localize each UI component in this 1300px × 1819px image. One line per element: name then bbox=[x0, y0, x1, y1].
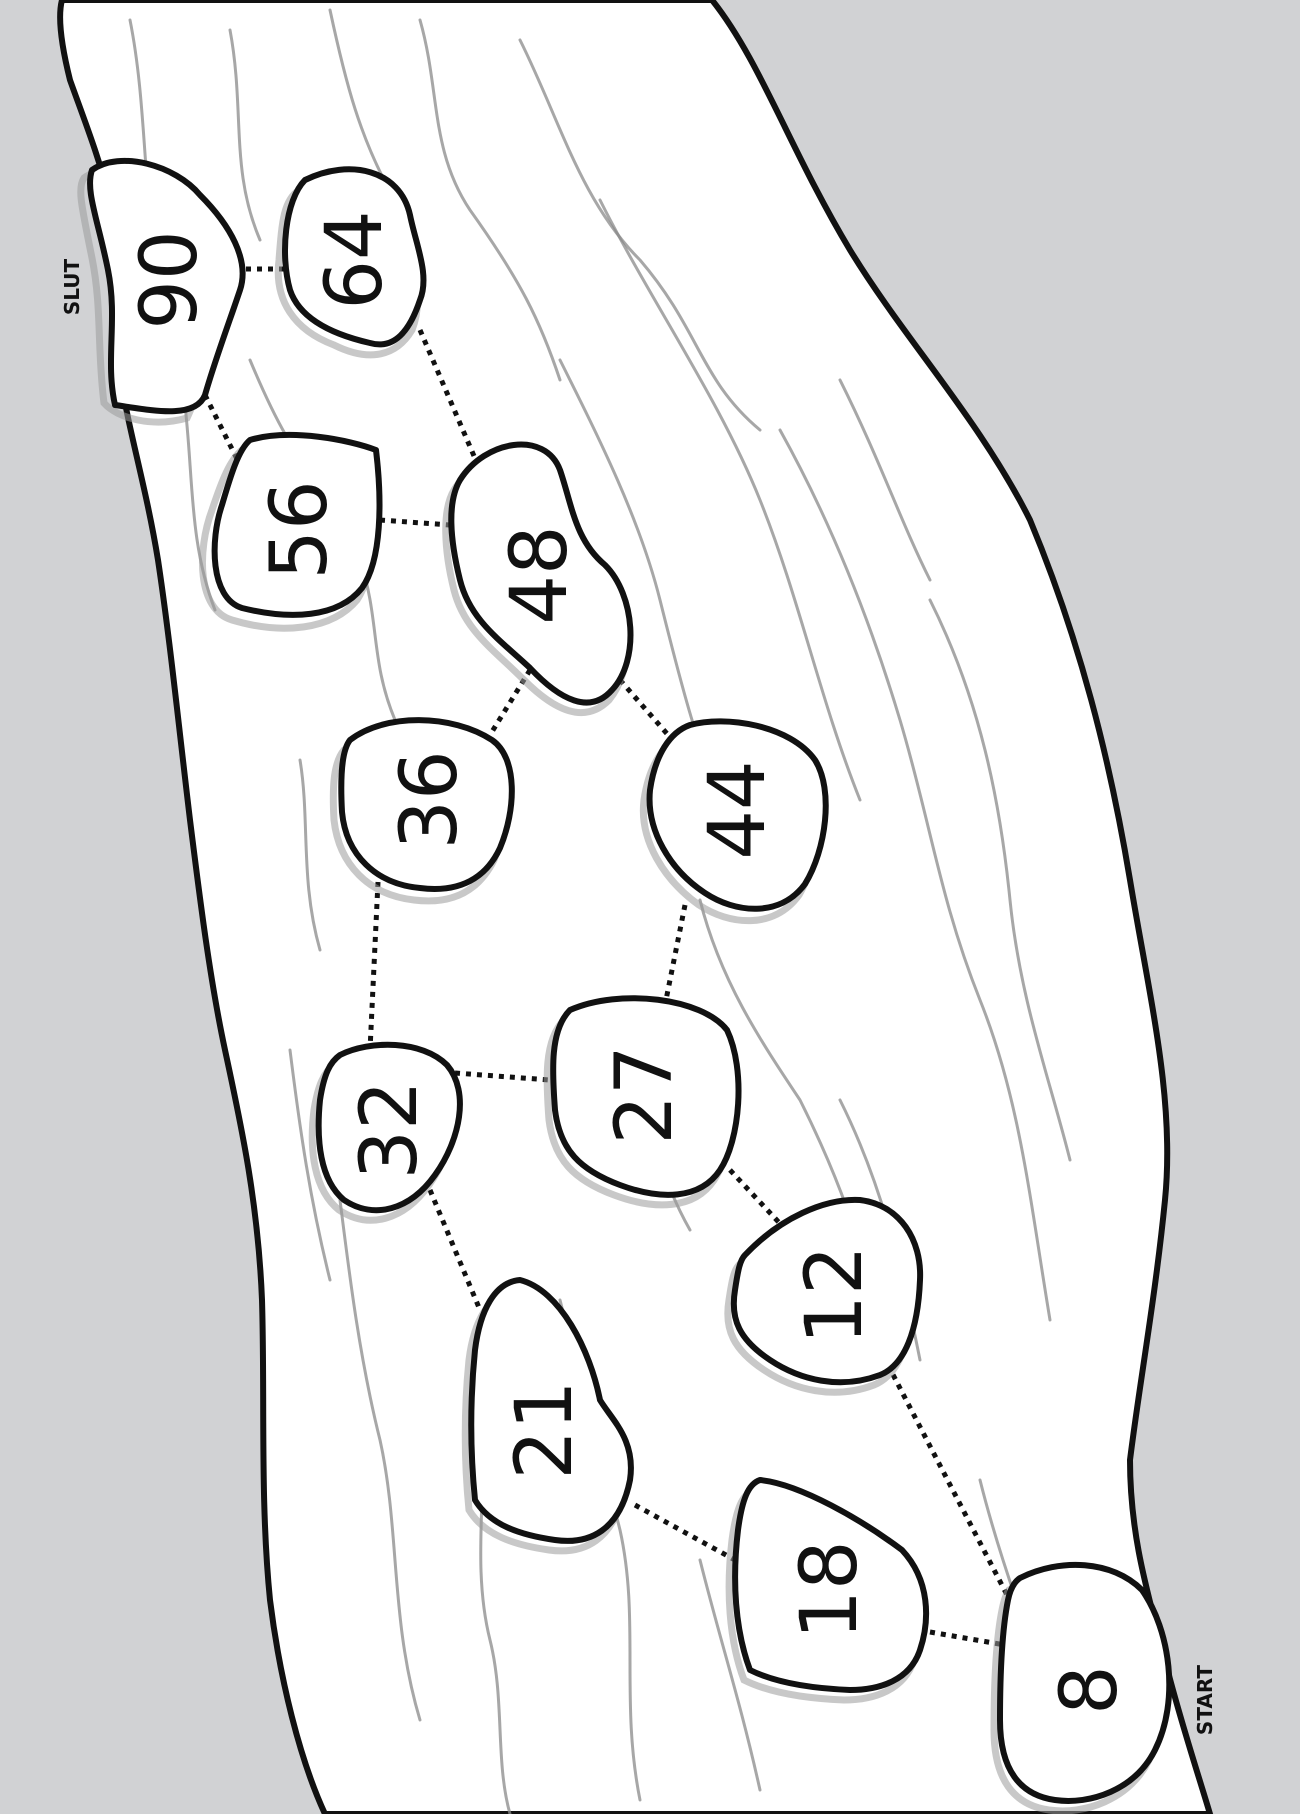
stone-number-56: 56 bbox=[255, 480, 345, 579]
start-label: START bbox=[1193, 1665, 1217, 1735]
stone-number-48: 48 bbox=[495, 525, 585, 624]
stone-number-18: 18 bbox=[785, 1540, 875, 1639]
stone-number-21: 21 bbox=[500, 1380, 590, 1479]
stone-number-90: 90 bbox=[125, 230, 215, 329]
stone-56[interactable]: 56 bbox=[202, 435, 379, 628]
stone-27[interactable]: 27 bbox=[547, 998, 738, 1205]
stone-number-27: 27 bbox=[600, 1045, 690, 1144]
stone-number-36: 36 bbox=[385, 750, 475, 849]
stone-8[interactable]: 8 bbox=[994, 1565, 1169, 1811]
stone-36[interactable]: 36 bbox=[333, 720, 512, 901]
stone-number-8: 8 bbox=[1045, 1665, 1135, 1715]
stone-64[interactable]: 64 bbox=[278, 169, 423, 355]
stone-number-44: 44 bbox=[693, 760, 783, 859]
stone-number-32: 32 bbox=[345, 1080, 435, 1179]
stone-number-12: 12 bbox=[790, 1245, 880, 1344]
end-label: SLUT bbox=[60, 258, 84, 315]
stone-number-64: 64 bbox=[310, 210, 400, 309]
